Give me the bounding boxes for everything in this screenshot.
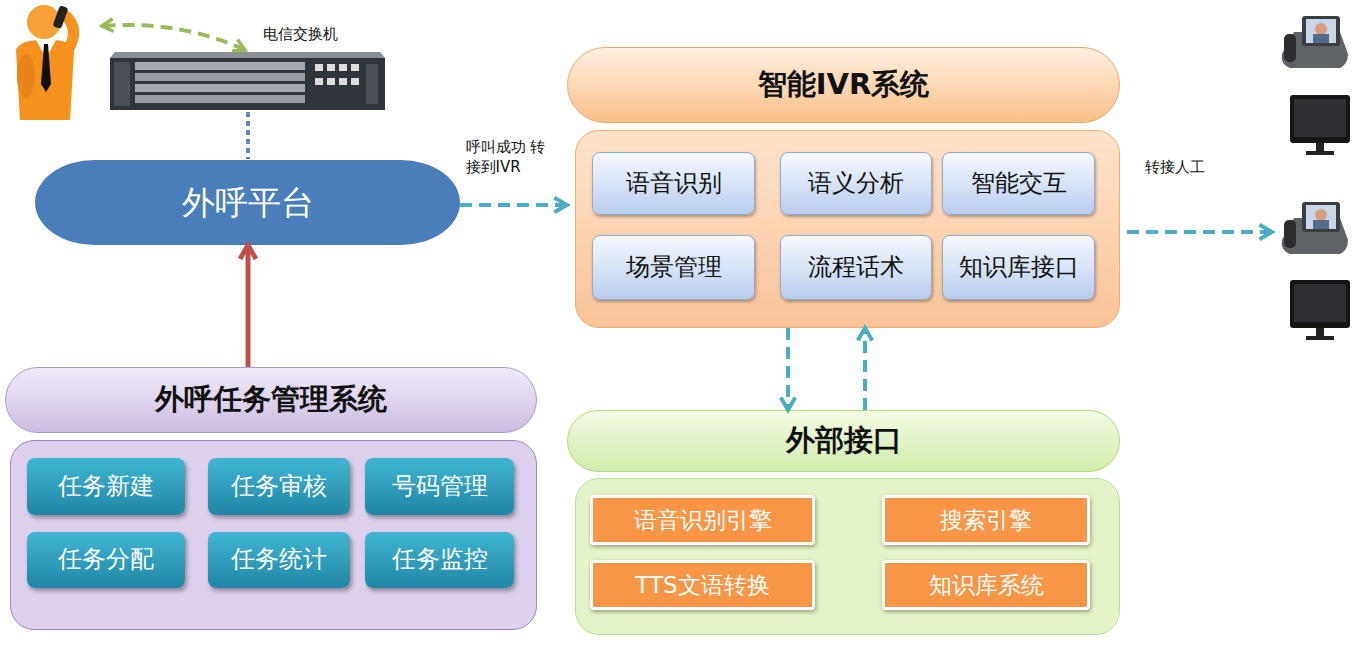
module-box: 流程话术 (780, 235, 932, 300)
computer-monitor-part (1316, 328, 1324, 336)
caller-figure-part (41, 44, 51, 92)
computer-monitor-part (1306, 336, 1334, 340)
telecom-switch-part (315, 64, 323, 71)
system-group: 外呼任务管理系统任务新建 任务审核 号码管理任务分配 任务统计 任务监控 (5, 367, 537, 630)
telecom-switch-part (315, 78, 323, 85)
video-phone-part (1315, 209, 1327, 221)
module-box: 智能交互 (942, 152, 1095, 215)
video-phone-part (1306, 205, 1336, 229)
flow-arrow (786, 328, 790, 410)
node-text: 搜索引擎 (940, 507, 1032, 533)
video-phone-part (1315, 23, 1327, 35)
module-box: 语音识别 (592, 152, 755, 215)
engine-box: TTS文语转换 (590, 560, 815, 610)
telecom-switch-part (110, 52, 385, 58)
system-group: 智能IVR系统语音识别 语义分析 智能交互场景管理 流程话术 知识库接口 (567, 47, 1120, 328)
node-text: 智能交互 (971, 170, 1067, 198)
video-phone (1282, 16, 1348, 68)
flow-arrow (246, 245, 251, 367)
node-text: 号码管理 (392, 473, 488, 501)
computer-monitor-part (1294, 284, 1346, 322)
caller-figure-part (66, 16, 74, 50)
telecom-switch-part (135, 73, 305, 81)
module-box: 语义分析 (780, 152, 932, 215)
node-text: 场景管理 (626, 254, 722, 282)
video-phone-part (1313, 220, 1329, 229)
node-text: 语音识别 (626, 170, 722, 198)
node-text: 流程话术 (808, 254, 904, 282)
caller-figure (16, 5, 74, 120)
node-text: 语义分析 (808, 170, 904, 198)
video-phone-part (1284, 34, 1296, 62)
transfer-label: 转接人工 (1145, 158, 1205, 177)
module-box: 知识库接口 (942, 235, 1095, 300)
node-text: 知识库系统 (929, 572, 1044, 598)
module-box: 场景管理 (592, 235, 755, 300)
video-phone-part (1302, 202, 1340, 232)
trunk-line (246, 112, 250, 159)
telecom-switch-part (135, 62, 305, 70)
system-group: 外部接口语音识别引擎 搜索引擎 TTS文语转换 知识库系统 (567, 410, 1120, 635)
transfer-arrow (1127, 230, 1272, 234)
computer-monitor-part (1290, 95, 1350, 143)
node-text: 任务新建 (58, 473, 154, 501)
edge-label: 呼叫成功 转接到IVR (466, 138, 546, 177)
flow-arrow (460, 203, 567, 207)
computer-monitor-part (1290, 280, 1350, 328)
node-text: 任务审核 (231, 473, 327, 501)
engine-box: 语音识别引擎 (590, 495, 815, 545)
telecom-switch (110, 52, 385, 110)
caller-figure-part (17, 54, 35, 98)
engine-box: 搜索引擎 (882, 495, 1090, 545)
computer-monitor-part (1306, 151, 1334, 155)
video-phone-part (1313, 34, 1329, 43)
function-box: 任务审核 (208, 458, 350, 515)
telecom-switch-part (114, 62, 130, 106)
function-box: 任务监控 (365, 532, 514, 588)
telecom-switch-part (327, 64, 335, 71)
computer-monitor-part (1316, 143, 1324, 151)
node-text: 语音识别引擎 (634, 507, 772, 533)
computer-monitor-part (1294, 99, 1346, 137)
node-text: 知识库接口 (959, 254, 1079, 282)
telecom-switch-part (110, 58, 385, 110)
telecom-switch-part (339, 64, 347, 71)
function-box: 任务统计 (208, 532, 350, 588)
call-link-arrow (102, 25, 245, 50)
caller-figure-part (52, 5, 68, 29)
node-text: 任务分配 (58, 546, 154, 574)
group-heading: 智能IVR系统 (567, 47, 1120, 123)
node-text: TTS文语转换 (635, 572, 769, 598)
video-phone-part (1306, 19, 1336, 43)
node-text: 任务统计 (231, 546, 327, 574)
group-heading: 外呼任务管理系统 (5, 367, 537, 433)
computer-monitor (1290, 280, 1350, 340)
computer-monitor (1290, 95, 1350, 155)
video-phone-part (1302, 16, 1340, 46)
function-box: 号码管理 (365, 458, 514, 515)
telecom-switch-part (339, 78, 347, 85)
telecom-switch-part (135, 95, 305, 103)
telecom-switch-part (351, 64, 359, 71)
device-label: 电信交换机 (263, 25, 338, 44)
platform-ellipse: 外呼平台 (35, 160, 460, 245)
function-box: 任务分配 (27, 532, 185, 588)
video-phone-part (1284, 220, 1296, 248)
telecom-switch-part (327, 78, 335, 85)
telecom-switch-part (351, 78, 359, 85)
engine-box: 知识库系统 (882, 560, 1090, 610)
group-heading: 外部接口 (567, 410, 1120, 472)
node-text: 外呼平台 (182, 184, 314, 222)
telecom-switch-part (366, 64, 378, 104)
video-phone (1282, 202, 1348, 254)
node-text: 任务监控 (392, 546, 488, 574)
flow-arrow (863, 328, 867, 410)
telecom-switch-part (135, 84, 305, 92)
function-box: 任务新建 (27, 458, 185, 515)
